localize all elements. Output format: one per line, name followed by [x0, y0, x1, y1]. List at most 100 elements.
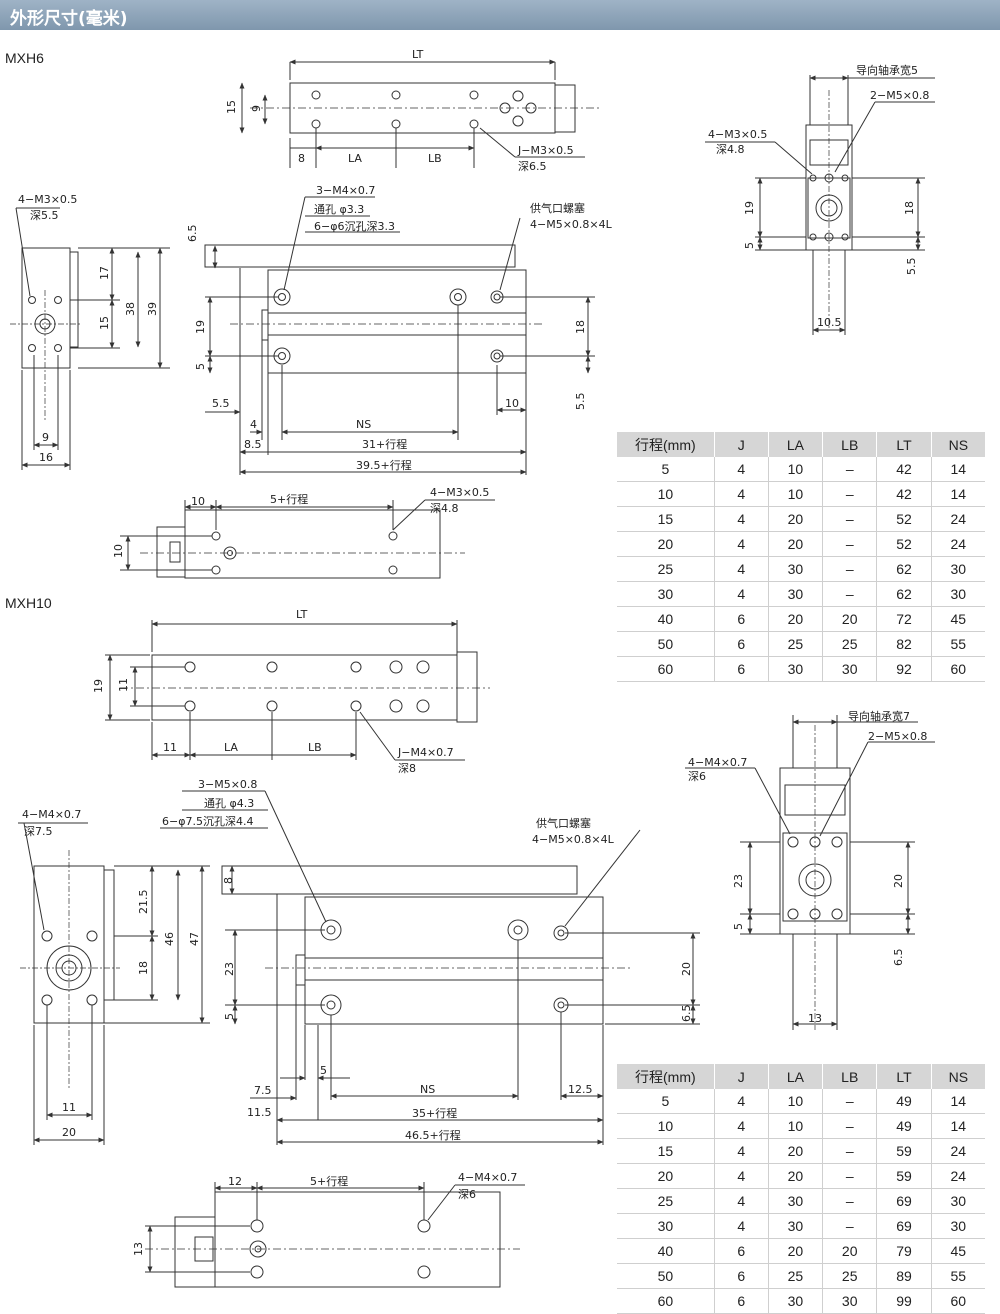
mxh6-hole-spec-2: 通孔 φ3.3	[314, 203, 364, 216]
mxh6-front-31: 31+行程	[362, 438, 407, 451]
table-cell: –	[822, 1213, 878, 1239]
section-header: 外形尺寸(毫米)	[0, 0, 1000, 30]
table-cell: –	[822, 506, 878, 532]
table-cell: 30	[931, 1188, 985, 1214]
mxh10-side-46: 46	[163, 932, 176, 946]
mxh10-front-35: 35+行程	[412, 1107, 457, 1120]
mxh10-bottom-12: 12	[228, 1175, 242, 1188]
mxh10-hole-spec-1: 3−M5×0.8	[198, 778, 257, 791]
mxh10-bottom-h13: 13	[132, 1242, 145, 1256]
mxh6-bottom-tap: 4−M3×0.5	[430, 486, 489, 499]
table-cell: 6	[714, 1238, 769, 1264]
table-cell: 15	[617, 506, 715, 532]
mxh6-end-bearing: 导向轴承宽5	[856, 63, 918, 77]
mxh10-bottom-view	[145, 1182, 525, 1288]
table-cell: –	[822, 457, 878, 482]
table-cell: 10	[768, 481, 824, 507]
table-cell: –	[822, 1188, 878, 1214]
table-cell: 30	[931, 556, 985, 582]
mxh6-front-5: 5	[194, 363, 207, 370]
table-cell: 59	[876, 1138, 932, 1164]
mxh10-dim-19: 19	[92, 679, 105, 693]
mxh6-front-39.5: 39.5+行程	[356, 459, 412, 472]
table-cell: 30	[768, 656, 824, 682]
table-header-cell: J	[714, 432, 769, 457]
model-name-mxh6: MXH6	[5, 50, 44, 66]
mxh6-front-18: 18	[574, 320, 587, 334]
table-cell: 4	[714, 556, 769, 582]
mxh10-side-18: 18	[137, 961, 150, 975]
mxh10-front-ns: NS	[420, 1083, 435, 1096]
mxh6-side-38: 38	[124, 302, 137, 316]
table-cell: 25	[822, 631, 878, 657]
table-cell: –	[822, 531, 878, 557]
mxh10-tap-j-depth: 深8	[398, 762, 416, 775]
table-cell: 5	[617, 457, 715, 482]
table-cell: 49	[876, 1113, 932, 1139]
mxh10-end-bearing: 导向轴承宽7	[848, 709, 910, 723]
mxh6-side-17: 17	[98, 266, 111, 280]
mxh6-end-5: 5	[743, 242, 756, 249]
table-cell: 10	[768, 457, 824, 482]
table-cell: 30	[931, 581, 985, 607]
mxh6-port-spec: 4−M5×0.8×4L	[530, 218, 613, 231]
mxh10-dim-lb: LB	[308, 741, 322, 754]
table-header-cell: J	[714, 1064, 769, 1089]
table-cell: 4	[714, 457, 769, 482]
mxh10-side-tap-depth: 深7.5	[24, 825, 53, 838]
mxh10-end-6.5: 6.5	[892, 949, 905, 967]
mxh10-front-11.5: 11.5	[247, 1106, 272, 1119]
mxh10-bottom-stroke: 5+行程	[310, 1175, 348, 1188]
mxh10-dim-11: 11	[117, 678, 130, 692]
mxh10-end-depth: 深6	[688, 770, 706, 783]
table-cell: 4	[714, 1113, 769, 1139]
table-header-cell: NS	[931, 1064, 985, 1089]
table-cell: 60	[931, 1288, 985, 1314]
table-cell: 40	[617, 1238, 715, 1264]
mxh10-end-13: 13	[808, 1012, 822, 1025]
table-cell: 69	[876, 1188, 932, 1214]
table-cell: 55	[931, 1263, 985, 1289]
table-cell: 30	[768, 1213, 824, 1239]
table-cell: 14	[931, 1089, 985, 1114]
mxh10-front-7.5: 7.5	[254, 1084, 272, 1097]
table-cell: 30	[768, 1288, 824, 1314]
mxh10-front-46.5: 46.5+行程	[405, 1129, 461, 1142]
mxh6-front-10: 10	[505, 397, 519, 410]
mxh6-front-8.5: 8.5	[244, 438, 262, 451]
mxh6-end-10.5: 10.5	[817, 316, 842, 329]
table-cell: 30	[768, 1188, 824, 1214]
table-header-cell: LA	[768, 432, 824, 457]
table-cell: 5	[617, 1089, 715, 1114]
mxh10-end-20: 20	[892, 874, 905, 888]
mxh6-dim-15: 15	[225, 100, 238, 114]
mxh10-front-8: 8	[222, 877, 235, 884]
table-header-cell: 行程(mm)	[617, 1064, 715, 1089]
mxh6-side-9: 9	[42, 431, 49, 444]
table-cell: 45	[931, 1238, 985, 1264]
table-cell: 20	[768, 606, 824, 632]
table-cell: 52	[876, 531, 932, 557]
table-cell: 25	[768, 1263, 824, 1289]
table-cell: 30	[931, 1213, 985, 1239]
mxh10-side-47: 47	[188, 932, 201, 946]
table-header-cell: LA	[768, 1064, 824, 1089]
table-cell: 20	[768, 1238, 824, 1264]
mxh10-front-20: 20	[680, 962, 693, 976]
table-cell: 20	[768, 506, 824, 532]
table-cell: –	[822, 1089, 878, 1114]
mxh6-dim-la: LA	[348, 152, 362, 165]
mxh10-front-5: 5	[223, 1013, 236, 1020]
table-cell: 30	[822, 1288, 878, 1314]
table-cell: –	[822, 1163, 878, 1189]
mxh10-port-label: 供气口螺塞	[536, 816, 591, 830]
mxh6-dim-9: 9	[250, 105, 263, 112]
table-cell: –	[822, 1113, 878, 1139]
table-cell: 4	[714, 1089, 769, 1114]
